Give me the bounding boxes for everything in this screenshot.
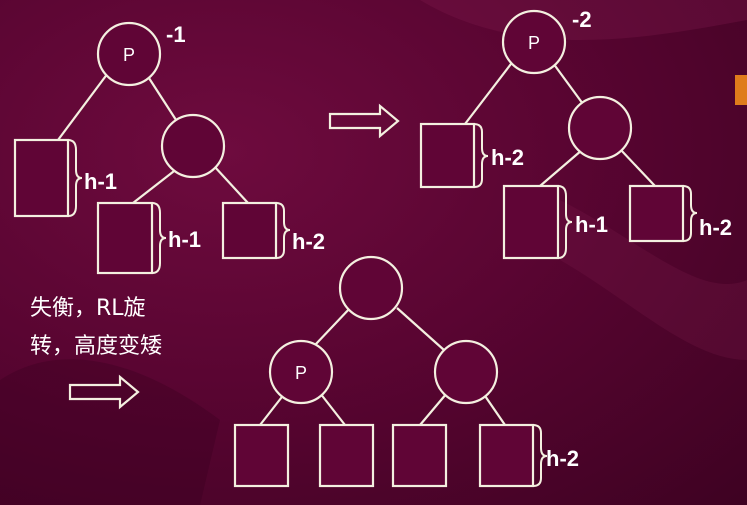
node-label-p: P [123,45,135,65]
height-brace [67,139,83,217]
height-label: h-1 [84,169,117,194]
height-label: h-1 [168,227,201,252]
subtree-box [96,201,154,275]
edge [314,306,352,346]
subtree-box [318,423,375,488]
height-brace [682,185,698,242]
height-brace [557,185,573,259]
balance-factor: -1 [166,22,186,47]
edge [619,148,656,187]
edge [419,392,448,426]
balance-factor: -2 [572,7,592,32]
tree-rotated: P h-2 [233,255,579,488]
arrow-right-icon [328,103,400,139]
edge [259,392,286,426]
subtree-box [13,138,70,218]
height-brace [275,202,291,259]
edge [552,62,584,105]
node-p [96,21,162,87]
tree-after: P -2 h-2 h-1 h-2 [419,7,732,260]
edge [213,165,249,204]
subtree-box [233,423,290,488]
subtree-box [221,201,278,260]
node-root [338,255,404,321]
height-brace [151,202,167,274]
tree-before: P -1 h-1 h-1 h-2 [13,21,325,275]
subtree-box [628,184,685,243]
caption-line-2: 转，高度变矮 [30,334,163,359]
edge [132,167,179,204]
edge [539,149,583,187]
height-label: h-2 [491,145,524,170]
node-p [501,9,567,75]
edge [482,392,506,426]
node-right-child [433,339,499,405]
caption-line-1: 失衡，RL旋 [30,296,146,321]
node-p [268,339,334,405]
height-label: h-2 [546,446,579,471]
edge [57,72,109,141]
height-brace [473,123,489,188]
subtree-box [502,184,560,260]
subtree-box [419,122,476,189]
node-label-p: P [528,33,540,53]
edge [396,307,445,351]
node-right-child [567,95,633,161]
edge [319,392,346,426]
height-brace [532,424,548,487]
arrow-right-icon [68,374,140,410]
node-label-p: P [295,363,307,383]
height-label: h-1 [575,212,608,237]
edge [146,74,179,124]
edge [464,59,515,125]
node-right-child [160,113,226,179]
subtree-box [478,423,535,488]
height-label: h-2 [292,229,325,254]
height-label: h-2 [699,215,732,240]
subtree-box [391,423,448,488]
